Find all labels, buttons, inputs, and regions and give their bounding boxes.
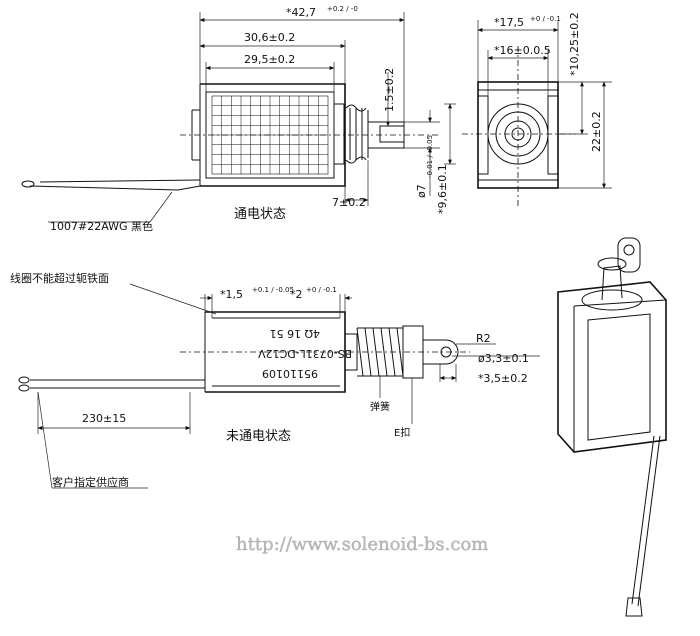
- energized-side-view: *42,7 +0.2 / -0 30,6±0.2 29,5±0.2 1.5±0.…: [21, 5, 456, 233]
- body-text-line2: BS-0731L-DC12V: [258, 347, 352, 360]
- wire-spec-label: 1007#22AWG 黑色: [50, 219, 153, 233]
- dim-gap2-tolerance: +0 / -0.1: [306, 286, 337, 294]
- dim-coil-length: 29,5±0.2: [244, 53, 295, 66]
- dim-plunger-extension: 1.5±0.2: [383, 68, 396, 112]
- dim-gap1: *1,5: [220, 288, 243, 301]
- dim-overall-length: *42,7: [286, 6, 316, 19]
- dim-hole-diameter: ø3,3±0.1: [478, 352, 529, 365]
- deenergized-state-label: 未通电状态: [226, 429, 291, 444]
- dim-hole-position: *3,5±0.2: [478, 372, 528, 385]
- dim-end-width-tolerance: +0 / -0.1: [530, 15, 561, 23]
- body-text-line1: 4Ω 16 51: [270, 327, 320, 340]
- spring-label: 弹簧: [370, 400, 390, 413]
- dim-end-width: *17,5: [494, 16, 524, 29]
- energized-state-label: 通电状态: [234, 207, 286, 222]
- connector-supplier-label: 客户指定供应商: [52, 475, 129, 489]
- deenergized-spring: [356, 327, 404, 377]
- iron-face-note: 线圈不能超过轭铁面: [10, 271, 109, 285]
- dim-wire-length: 230±15: [82, 412, 126, 425]
- deenergized-side-view: 4Ω 16 51 BS-0731L-DC12V 95110109 *1,5 +0…: [10, 271, 540, 489]
- dim-overall-tolerance: +0.2 / -0: [327, 5, 358, 13]
- dim-gap1-tolerance: +0.1 / -0.05: [252, 286, 294, 294]
- dim-end-offset: *10,25±0.2: [568, 12, 581, 76]
- dim-flange-diameter: *9,6±0.1: [436, 164, 449, 214]
- dim-stroke: 7±0.2: [332, 196, 366, 209]
- e-clip-label: E扣: [394, 426, 410, 439]
- energized-spring: [345, 104, 369, 164]
- dim-plunger-diameter-tolerance: -0.01 / -0.05: [426, 135, 434, 178]
- dim-end-inner: *16±0.0.5: [494, 44, 551, 57]
- dim-gap2: *2: [290, 288, 303, 301]
- isometric-view: [557, 237, 667, 617]
- body-text-line3: 95110109: [262, 367, 318, 380]
- end-view: *17,5 +0 / -0.1 *16±0.0.5 22±0.2 *10,25±…: [462, 12, 612, 208]
- dim-radius: R2: [476, 332, 491, 345]
- dim-end-height: 22±0.2: [590, 111, 603, 152]
- dim-plunger-diameter: ø7: [415, 184, 428, 198]
- dim-frame-length: 30,6±0.2: [244, 31, 295, 44]
- website-watermark: http://www.solenoid-bs.com: [236, 534, 488, 555]
